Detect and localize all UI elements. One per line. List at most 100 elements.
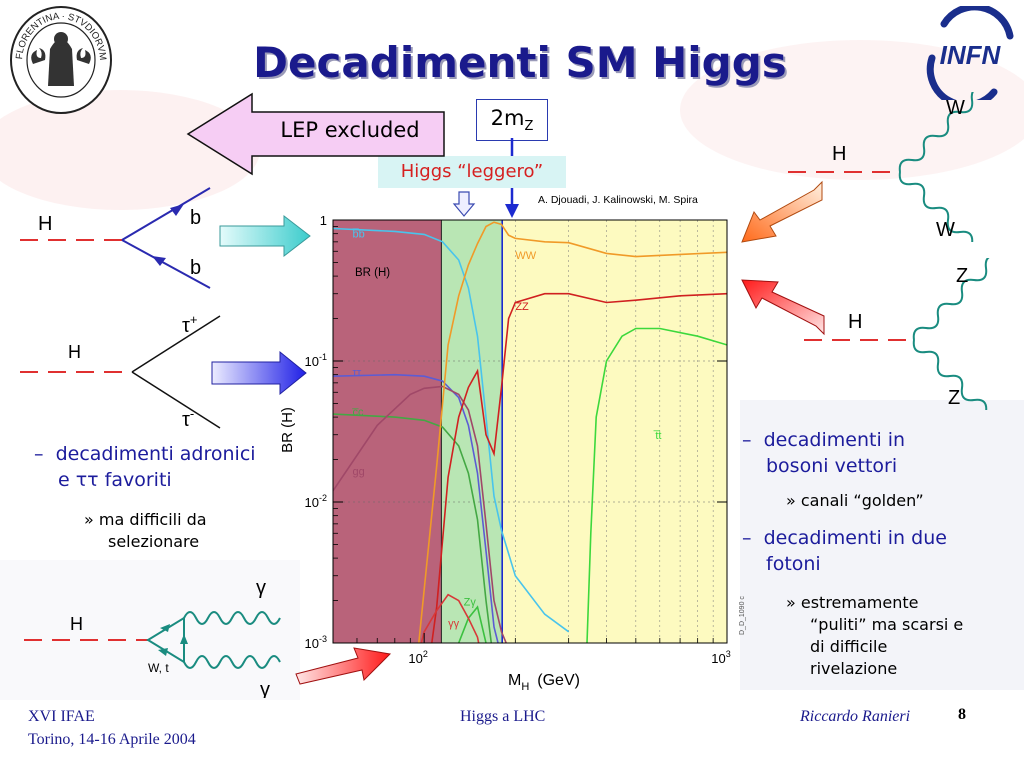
series-label-7: Zγ — [464, 596, 477, 608]
series-label-2: c̅c — [351, 407, 364, 419]
right-sub-line3: di difficile — [810, 637, 888, 656]
series-label-3: gg — [353, 466, 365, 478]
y-tick-label-0: 1 — [320, 213, 327, 228]
right-sub-line4: rivelazione — [810, 659, 898, 678]
chart-y-axis-label: BR (H) — [279, 407, 296, 453]
chart-credit: A. Djouadi, J. Kalinowski, M. Spira — [538, 194, 698, 206]
left-sub-text-cont: selezionare — [108, 532, 200, 551]
arrow-red-gammagamma — [295, 647, 392, 685]
right-sub-line2: “puliti” ma scarsi e — [810, 615, 964, 634]
higgs-br-chart: 1 10-1 10-2 10-3 102 103 b̅b ττ c̅c gg WW ZZ t̅tZγγ… — [279, 194, 746, 693]
diagram-h-zz: H Z Z — [804, 258, 990, 410]
higgs-leggero-label: Higgs “leggero” — [378, 156, 566, 188]
arrow-red-zz — [741, 279, 825, 336]
lep-excluded-label: LEP excluded — [280, 118, 420, 142]
diagram-photon2-label: γ — [260, 679, 270, 698]
series-label-5: ZZ — [515, 301, 529, 313]
left-bullet-main: – decadimenti adronici e ττ favoriti — [34, 441, 324, 493]
diagram-loop-label: W, t — [148, 661, 169, 675]
chevron-bullet-icon: » — [786, 593, 801, 612]
chevron-bullet-icon: » — [84, 510, 99, 529]
series-line-2 — [333, 413, 493, 643]
diagram-ww-higgs-label: H — [832, 143, 846, 165]
right-bullet-2-text: decadimenti in due — [763, 527, 947, 549]
slide-number: 8 — [958, 706, 966, 723]
left-bullet-sub: » ma difficili da selezionare — [84, 509, 284, 553]
right-sub-golden: canali “golden” — [800, 491, 924, 510]
arrow-blue-tautau — [211, 350, 307, 396]
dash-bullet-icon: – — [34, 443, 56, 465]
diagram-z1-label: Z — [956, 265, 968, 287]
right-bullet-1-sub: » canali “golden” — [786, 490, 1016, 512]
arrow-orange-ww — [741, 180, 823, 243]
dash-bullet-icon: – — [742, 527, 764, 549]
series-label-4: WW — [515, 250, 536, 262]
diagram-gg-higgs-label: H — [70, 614, 83, 634]
infn-logo: INFN — [926, 6, 1014, 100]
diagram-h-bb: H b b — [20, 187, 211, 289]
diagram-photon1-label: γ — [256, 577, 266, 599]
y-tick-label-2: 10-2 — [305, 493, 327, 510]
x-tick-label-0: 102 — [408, 649, 427, 666]
diagram-w2-label: W — [936, 219, 955, 241]
diagram-tautau-higgs-label: H — [68, 342, 81, 362]
chart-region-0 — [333, 220, 442, 643]
right-bullet-2-text-cont: fotoni — [766, 553, 821, 575]
lep-excluded-arrow — [186, 92, 445, 176]
y-tick-label-3: 10-3 — [305, 634, 327, 651]
right-bullet-2-sub: » estremamente “puliti” ma scarsi e di d… — [786, 592, 1016, 680]
diagram-tau-minus-label: τ- — [182, 406, 194, 431]
series-line-8 — [420, 593, 480, 643]
chart-x-axis-label: MH(GeV) — [508, 672, 580, 693]
footer-author: Riccardo Ranieri — [800, 708, 911, 725]
chart-side-code: D_D_1090 c — [739, 596, 746, 635]
left-sub-text: ma difficili da — [98, 510, 207, 529]
series-line-6 — [586, 327, 727, 643]
diagram-bb-b-label: b — [190, 207, 201, 229]
diagram-bb-bbar-label: b — [190, 257, 201, 279]
diagram-h-gammagamma: H W, t γ γ — [24, 577, 281, 698]
infn-logo-text: INFN — [940, 40, 1002, 70]
diagram-h-tautau: H τ+ τ- — [20, 312, 221, 431]
diagram-tau-plus-label: τ+ — [182, 312, 198, 337]
left-bullet-text: decadimenti adronici — [55, 443, 256, 465]
right-bullet-2: – decadimenti in due fotoni — [742, 525, 1012, 577]
series-label-1: ττ — [353, 367, 362, 379]
left-bullet-text-cont: e ττ favoriti — [58, 469, 172, 491]
slide-title: Decadimenti SM Higgs — [253, 38, 787, 87]
series-label-8: γγ — [448, 618, 460, 630]
two-mz-subscript: Z — [524, 119, 534, 135]
two-mz-box: 2mZ — [476, 99, 548, 141]
series-label-0: b̅b — [352, 229, 365, 241]
series-line-1 — [333, 373, 499, 643]
diagram-h-ww: H W W — [788, 92, 974, 242]
right-bullet-1-text: decadimenti in — [763, 429, 906, 451]
diagram-z2-label: Z — [948, 387, 960, 409]
series-line-5 — [431, 292, 727, 643]
dash-bullet-icon: – — [742, 429, 764, 451]
higgs-leggero-arrow — [452, 191, 476, 217]
diagram-zz-higgs-label: H — [848, 311, 862, 333]
series-line-7 — [457, 605, 487, 643]
two-mz-label: 2m — [490, 106, 525, 130]
right-bullet-1: – decadimenti in bosoni vettori — [742, 427, 1012, 479]
university-seal-logo: FLORENTINA · STVDIORVM · VNIVERSITAS — [8, 4, 112, 114]
x-tick-label-1: 103 — [711, 649, 730, 666]
right-sub-line1: estremamente — [800, 593, 919, 612]
arrow-cyan-bb — [219, 214, 311, 258]
right-bullet-1-text-cont: bosoni vettori — [766, 455, 898, 477]
series-line-0 — [333, 227, 570, 633]
y-tick-label-1: 10-1 — [305, 352, 327, 369]
footer-conference: XVI IFAE — [28, 708, 95, 725]
series-line-4 — [418, 221, 727, 643]
footer-center: Higgs a LHC — [460, 708, 546, 725]
diagram-w1-label: W — [946, 97, 965, 119]
footer-venue-date: Torino, 14-16 Aprile 2004 — [28, 731, 196, 748]
chart-region-1 — [441, 220, 503, 643]
chart-region-2 — [502, 220, 727, 643]
diagram-bb-higgs-label: H — [38, 213, 52, 235]
chevron-bullet-icon: » — [786, 491, 801, 510]
chart-inner-label: BR (H) — [355, 267, 390, 279]
series-label-6: t̅t — [653, 430, 662, 442]
